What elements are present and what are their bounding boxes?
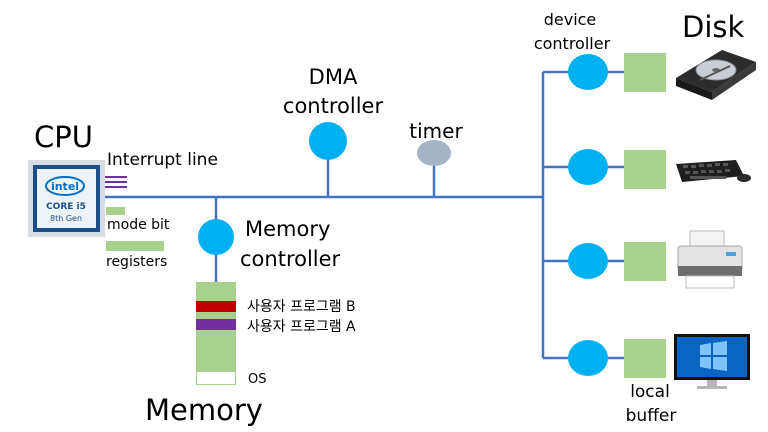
system-bus <box>105 70 624 360</box>
device-controller-label-line1: device <box>544 10 597 29</box>
memory-block <box>196 282 236 385</box>
disk-label: Disk <box>682 10 744 44</box>
local-buffer-label-line2: buffer <box>626 406 677 426</box>
user-program-a-segment <box>196 319 236 330</box>
cpu-chip-icon: intel CORE i5 8th Gen <box>28 160 105 237</box>
device-controller-2 <box>568 149 608 185</box>
registers-box <box>106 241 164 251</box>
device-controller-nodes <box>568 54 608 376</box>
printer-icon <box>677 230 743 289</box>
dma-controller-node <box>309 122 347 160</box>
device-controller-label-line2: controller <box>534 34 611 53</box>
registers-label: registers <box>106 254 167 270</box>
keyboard-mouse-icon <box>676 160 751 182</box>
timer-node <box>417 140 451 166</box>
user-program-b-label: 사용자 프로그램 B <box>247 299 356 315</box>
os-label: OS <box>248 372 266 387</box>
hard-disk-icon <box>676 50 756 100</box>
dma-label-line1: DMA <box>309 65 358 89</box>
user-program-b-segment <box>196 301 236 312</box>
interrupt-lines <box>105 176 127 188</box>
os-segment <box>197 372 235 384</box>
monitor-icon <box>674 334 750 389</box>
device-controller-1 <box>568 54 608 90</box>
device-controller-3 <box>568 243 608 279</box>
device-controller-4 <box>568 340 608 376</box>
dma-label-line2: controller <box>283 94 384 118</box>
local-buffer-label-line1: local <box>630 382 670 402</box>
memory-controller-node <box>198 219 234 255</box>
timer-label: timer <box>409 119 463 143</box>
cpu-generation-text: 8th Gen <box>50 214 82 223</box>
memory-label: Memory <box>145 393 263 427</box>
local-buffer-3 <box>624 242 666 281</box>
memory-controller-label-line1: Memory <box>245 217 330 241</box>
mode-bit-box <box>106 207 125 215</box>
mode-bit-label: mode bit <box>107 217 170 233</box>
local-buffer-2 <box>624 150 666 189</box>
memory-controller-label-line2: controller <box>240 247 341 271</box>
local-buffer-4 <box>624 339 666 378</box>
cpu-model-text: CORE i5 <box>46 202 86 212</box>
cpu-label: CPU <box>34 120 93 154</box>
local-buffer-1 <box>624 53 666 92</box>
user-program-a-label: 사용자 프로그램 A <box>247 319 356 335</box>
interrupt-line-label: Interrupt line <box>107 150 218 170</box>
cpu-brand-text: intel <box>51 180 79 193</box>
local-buffers <box>624 53 666 378</box>
